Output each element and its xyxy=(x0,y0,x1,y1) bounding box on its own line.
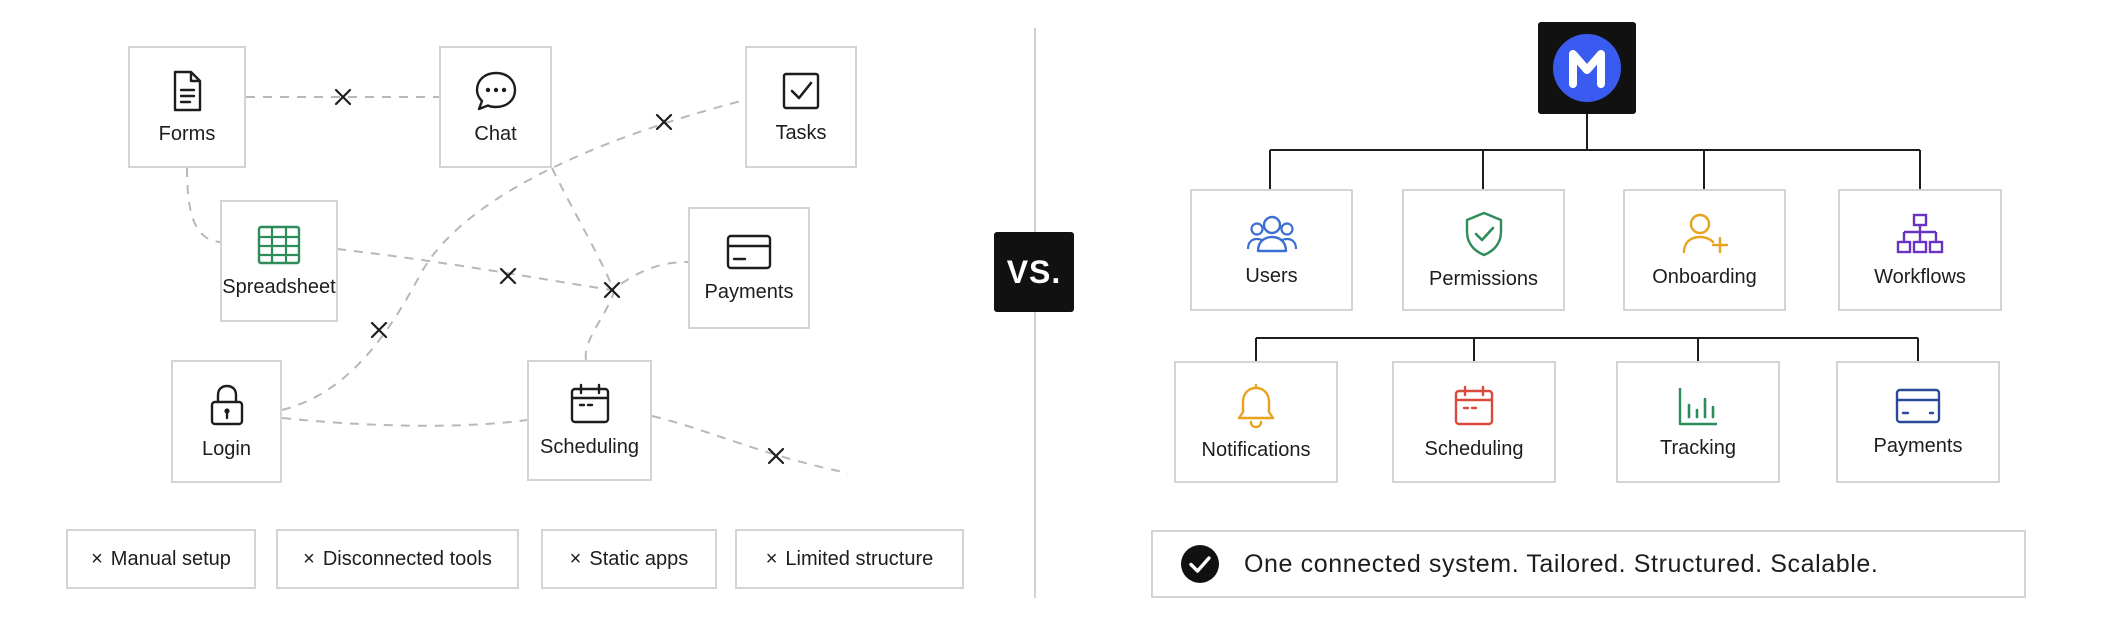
lock-icon xyxy=(210,384,243,426)
center-divider xyxy=(1034,28,1036,598)
link-login-scheduling xyxy=(281,417,528,427)
link-spreadsheet-payments xyxy=(336,248,689,292)
module-scheduling: Scheduling xyxy=(1392,361,1556,483)
bell-icon xyxy=(1237,383,1275,428)
module-onboarding: Onboarding xyxy=(1623,189,1786,311)
node-chat-label: Chat xyxy=(474,122,517,145)
node-tasks: Tasks xyxy=(745,46,857,168)
chat-bubble-icon xyxy=(475,71,516,110)
node-tasks-label: Tasks xyxy=(775,121,827,144)
add-user-icon xyxy=(1682,213,1728,253)
node-scheduling: Scheduling xyxy=(527,360,652,481)
brand-logo xyxy=(1538,22,1636,114)
users-icon xyxy=(1246,215,1297,252)
module-payments-label: Payments xyxy=(1873,434,1963,457)
module-tracking-label: Tracking xyxy=(1660,436,1736,459)
module-notifications: Notifications xyxy=(1174,361,1338,483)
spreadsheet-grid-icon xyxy=(257,225,301,264)
module-permissions: Permissions xyxy=(1402,189,1565,311)
calendar-icon xyxy=(570,383,609,424)
tagline-banner: One connected system. Tailored. Structur… xyxy=(1151,530,2026,598)
logo-icon xyxy=(1553,34,1621,102)
x-mark-2 xyxy=(655,113,673,131)
node-payments: Payments xyxy=(688,207,810,329)
node-chat: Chat xyxy=(439,46,552,168)
module-notifications-label: Notifications xyxy=(1201,438,1311,461)
node-login: Login xyxy=(171,360,282,483)
link-scheduling-offscreen xyxy=(651,415,849,474)
checkbox-icon xyxy=(782,72,820,109)
tagline-text: One connected system. Tailored. Structur… xyxy=(1244,549,1879,578)
module-tracking: Tracking xyxy=(1616,361,1780,483)
x-icon: × xyxy=(303,547,315,570)
issue-label: Static apps xyxy=(589,547,689,570)
x-mark-4 xyxy=(603,281,621,299)
document-icon xyxy=(173,70,202,111)
module-users: Users xyxy=(1190,189,1353,311)
module-workflows-label: Workflows xyxy=(1874,265,1966,288)
node-scheduling-label: Scheduling xyxy=(540,436,639,458)
link-login-tasks xyxy=(281,99,746,411)
x-mark-3 xyxy=(499,267,517,285)
node-forms: Forms xyxy=(128,46,246,168)
issue-label: Limited structure xyxy=(785,547,934,570)
x-icon: × xyxy=(765,547,778,570)
workflow-hierarchy-icon xyxy=(1896,213,1944,253)
module-permissions-label: Permissions xyxy=(1429,267,1538,290)
x-mark-1 xyxy=(334,88,352,106)
credit-card-icon xyxy=(1895,388,1941,423)
node-spreadsheet-label: Spreadsheet xyxy=(222,275,336,298)
module-scheduling-label: Scheduling xyxy=(1424,437,1524,460)
x-icon: × xyxy=(569,547,582,570)
issue-label: Disconnected tools xyxy=(322,547,492,570)
check-circle-icon xyxy=(1181,545,1219,583)
module-workflows: Workflows xyxy=(1838,189,2002,311)
module-onboarding-label: Onboarding xyxy=(1652,265,1757,288)
shield-check-icon xyxy=(1465,211,1502,256)
credit-card-icon xyxy=(726,234,772,269)
issue-disconnected-tools: × Disconnected tools xyxy=(276,529,519,589)
link-chat-scheduling xyxy=(551,167,616,361)
issue-manual-setup: × Manual setup xyxy=(66,529,256,589)
module-users-label: Users xyxy=(1245,264,1298,287)
issue-static-apps: × Static apps xyxy=(541,529,717,589)
issue-label: Manual setup xyxy=(110,547,231,570)
link-forms-spreadsheet xyxy=(186,167,221,243)
node-spreadsheet: Spreadsheet xyxy=(220,200,338,322)
node-login-label: Login xyxy=(202,438,251,460)
issue-limited-structure: × Limited structure xyxy=(735,529,964,589)
calendar-icon xyxy=(1454,385,1494,425)
bar-chart-icon xyxy=(1678,387,1717,425)
node-forms-label: Forms xyxy=(158,122,216,145)
x-mark-6 xyxy=(767,447,785,465)
module-payments: Payments xyxy=(1836,361,2000,483)
x-mark-5 xyxy=(370,321,388,339)
x-icon: × xyxy=(91,547,103,570)
vs-badge: VS. xyxy=(994,232,1074,312)
node-payments-label: Payments xyxy=(704,280,794,303)
